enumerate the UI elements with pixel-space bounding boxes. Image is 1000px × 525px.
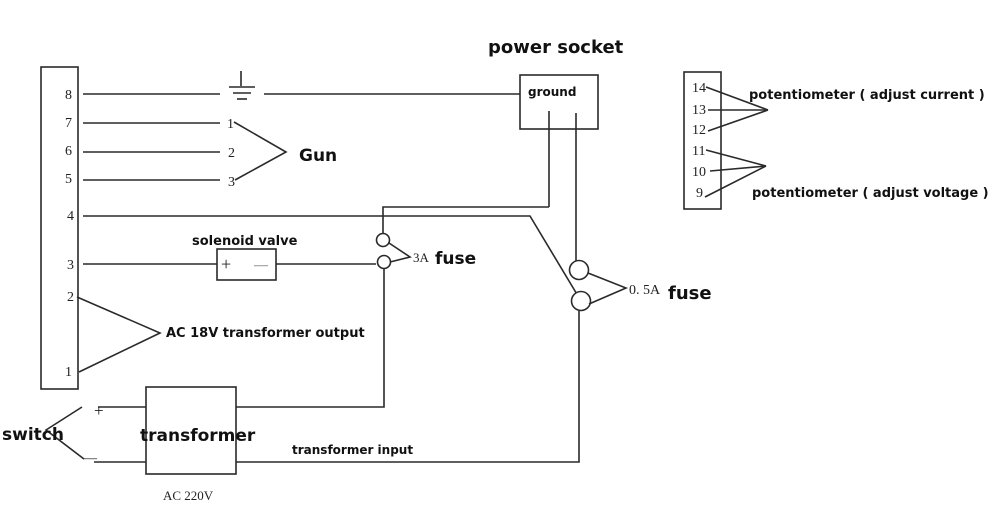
power-socket-box [519, 74, 599, 130]
pin-8-label: 8 [65, 88, 72, 103]
pin-1-label: 1 [65, 365, 72, 380]
potentiometer-terminal-block [683, 71, 722, 210]
pin-2-label: 2 [67, 290, 74, 305]
solenoid-minus: — [253, 258, 269, 273]
switch-icon[interactable] [44, 406, 85, 460]
pot-voltage-connector [704, 149, 767, 198]
pin-7-label: 7 [65, 116, 72, 131]
pin-6-label: 6 [65, 144, 72, 159]
fuse-05a-label: fuse [668, 283, 712, 304]
pin-3-label: 3 [67, 258, 74, 273]
gun-connector [233, 121, 288, 181]
pot-pin-12: 12 [692, 123, 706, 138]
fuse-05a-rating: 0. 5A [629, 283, 661, 298]
pot-pin-13: 13 [692, 103, 706, 118]
pot-pin-9: 9 [696, 186, 703, 201]
pin-5-label: 5 [65, 172, 72, 187]
pin-4-label: 4 [67, 209, 74, 224]
gun-pin-1: 1 [227, 117, 234, 132]
pot-pin-10: 10 [692, 165, 706, 180]
solenoid-plus: + [221, 254, 231, 274]
transformer-label: transformer [140, 426, 256, 446]
transformer-box [145, 386, 237, 475]
transformer-input-label: transformer input [292, 443, 413, 457]
gun-pin-2: 2 [228, 146, 235, 161]
wire-socket-3a-fuse [382, 206, 549, 234]
ground-icon [229, 71, 255, 100]
power-socket-title: power socket [488, 37, 624, 58]
switch-minus: — [82, 451, 98, 466]
wire-pin4-05a-fuse [83, 215, 579, 297]
wire-05a-fuse-transformer [236, 311, 580, 463]
ac220v-label: AC 220V [163, 488, 214, 503]
pot-pin-14: 14 [692, 81, 706, 96]
fuse-3a-label: fuse [435, 249, 476, 269]
pot-current-label: potentiometer ( adjust current ) [749, 88, 985, 103]
gun-label: Gun [299, 146, 337, 166]
ac18v-connector [76, 296, 162, 373]
fuse-05a-icon [568, 259, 629, 312]
ground-label: ground [528, 85, 576, 99]
pot-voltage-label: potentiometer ( adjust voltage ) [752, 186, 989, 201]
solenoid-valve-label: solenoid valve [192, 234, 298, 249]
switch-plus: + [94, 401, 104, 420]
wire-3a-fuse-transformer [236, 268, 385, 408]
pot-current-connector [705, 86, 769, 132]
solenoid-valve-box [216, 248, 277, 281]
main-terminal-block [40, 66, 79, 390]
switch-label: switch [2, 425, 64, 445]
gun-pin-3: 3 [228, 175, 235, 190]
fuse-3a-rating: 3A [413, 250, 430, 265]
ac18v-label: AC 18V transformer output [166, 326, 365, 341]
pot-pin-11: 11 [692, 144, 705, 159]
fuse-3a-icon [375, 232, 412, 270]
